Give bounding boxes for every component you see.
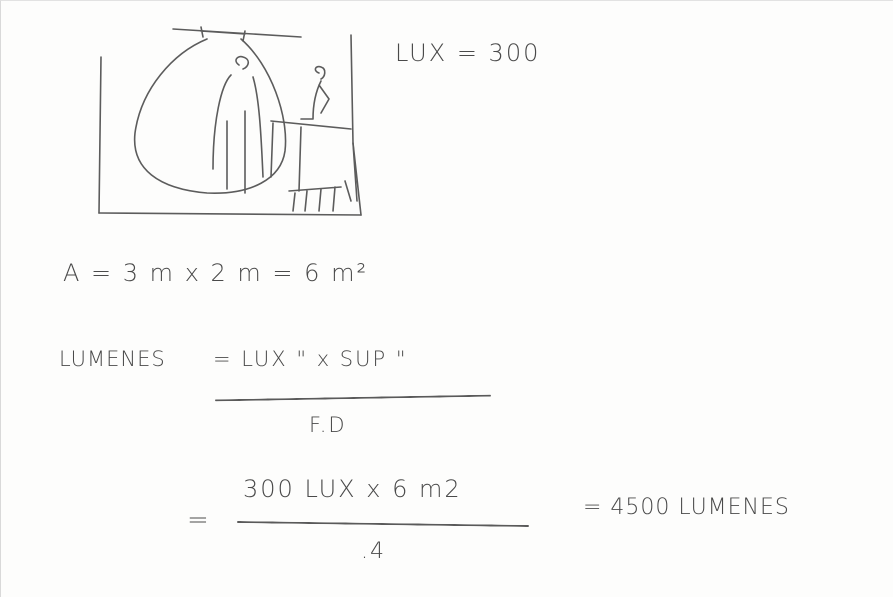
room-wall-left [99,57,101,213]
seated-figure [301,67,329,119]
calc-result: = 4500 LUMENES [583,497,790,519]
area-formula: A = 3 m x 2 m = 6 m² [63,261,368,285]
lux-label: LUX = 300 [395,41,540,65]
calc-denominator: .4 [361,541,386,563]
lumen-formula-numerator: = LUX " x SUP " [213,349,408,370]
lumen-formula-denominator: F.D [309,415,347,436]
calc-numerator: 300 LUX x 6 m2 [243,477,462,501]
desk [271,121,351,191]
lumen-formula-lhs: LUMENES [59,349,166,370]
standing-figure [213,57,263,193]
calc-equals: = [187,507,211,533]
chair [289,181,351,211]
room-floor [99,213,361,215]
